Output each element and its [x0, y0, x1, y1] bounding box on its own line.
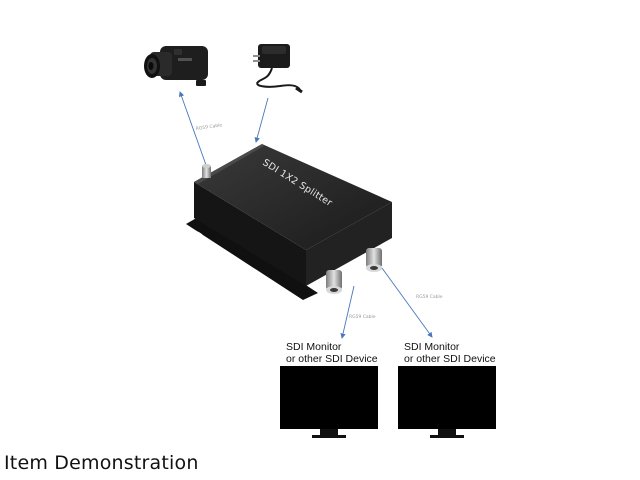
- monitor-icon: [398, 366, 496, 438]
- output-left-cable-label: RG59 Cable: [349, 314, 376, 320]
- output-cable-arrow-left: [340, 285, 355, 339]
- power-adapter-icon: [253, 44, 303, 94]
- input-bnc-connector: [202, 164, 211, 178]
- power-arrow: [254, 97, 269, 143]
- monitor-left-label: SDI Monitor or other SDI Device: [286, 341, 378, 365]
- camcorder-icon: [144, 46, 208, 86]
- input-cable-label: RG59 Cable: [195, 122, 222, 132]
- monitor-right-label: SDI Monitor or other SDI Device: [404, 341, 496, 365]
- output-cable-arrow-right: [381, 267, 433, 338]
- monitor-right-label-line1: SDI Monitor: [404, 341, 460, 353]
- output-bnc-connector-right: [366, 248, 382, 272]
- monitor-icon: [280, 366, 378, 438]
- monitor-right-label-line2: or other SDI Device: [404, 353, 496, 365]
- monitor-left-label-line1: SDI Monitor: [286, 341, 342, 353]
- output-right-cable-label: RG59 Cable: [416, 294, 443, 300]
- sdi-splitter-device: [186, 144, 392, 300]
- connection-diagram: RG59 Cable SDI 1X2 Splitter: [144, 44, 496, 438]
- output-bnc-connector-left: [326, 270, 342, 294]
- item-demonstration-caption: Item Demonstration: [4, 452, 199, 474]
- input-cable-arrow: [178, 91, 207, 166]
- monitor-left-label-line2: or other SDI Device: [286, 353, 378, 365]
